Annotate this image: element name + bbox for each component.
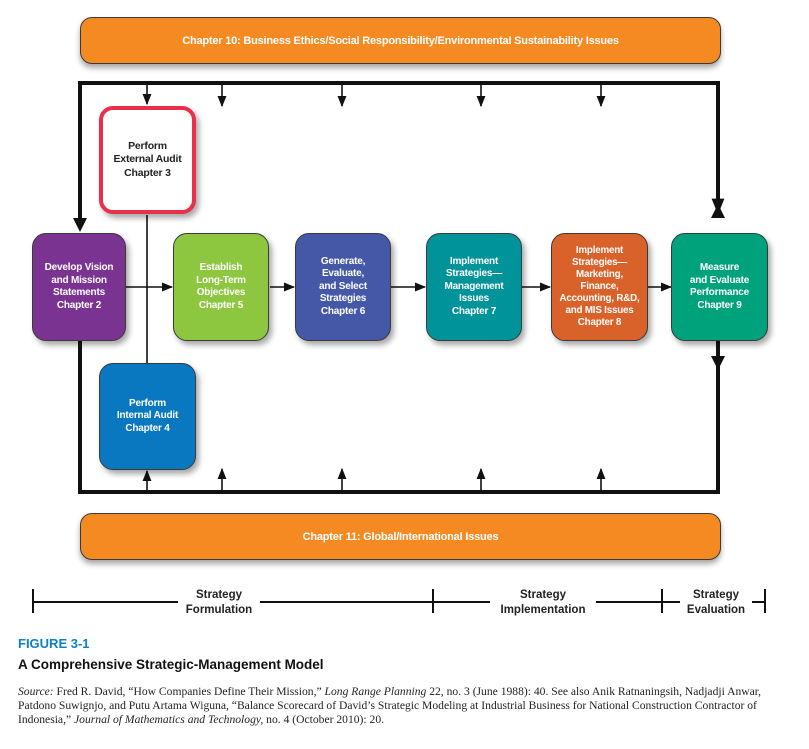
- vision-mission-box: Develop Vision and Mission Statements Ch…: [32, 233, 126, 341]
- bottom-up-arrows: [142, 467, 606, 490]
- generate-strategies-box: Generate, Evaluate, and Select Strategie…: [295, 233, 391, 341]
- figure-title: A Comprehensive Strategic-Management Mod…: [18, 657, 324, 672]
- arrow-into-vision: [73, 218, 87, 232]
- source-prefix: Source:: [18, 685, 54, 698]
- phase-formulation: Strategy Formulation: [178, 588, 260, 618]
- implement-management-label: Implement Strategies— Management Issues …: [444, 255, 504, 317]
- phase-evaluation: Strategy Evaluation: [680, 588, 752, 618]
- vision-mission-label: Develop Vision and Mission Statements Ch…: [44, 262, 114, 311]
- chapter-10-banner: Chapter 10: Business Ethics/Social Respo…: [80, 17, 721, 64]
- measure-evaluate-label: Measure and Evaluate Performance Chapter…: [689, 262, 750, 311]
- source-text-1: Fred R. David, “How Companies Define The…: [53, 685, 325, 698]
- long-term-objectives-box: Establish Long-Term Objectives Chapter 5: [173, 233, 269, 341]
- long-term-objectives-label: Establish Long-Term Objectives Chapter 5: [196, 262, 246, 311]
- phase-bar: [32, 589, 766, 613]
- figure-label: FIGURE 3-1: [18, 636, 90, 651]
- source-text-2: 22, no. 3 (June 1988): 40. See also Anik…: [18, 685, 762, 727]
- implement-marketing-box: Implement Strategies— Marketing, Finance…: [551, 233, 648, 341]
- chapter-11-label: Chapter 11: Global/International Issues: [302, 530, 499, 543]
- source-text-3: no. 4 (October 2010): 20.: [263, 713, 385, 727]
- implement-management-box: Implement Strategies— Management Issues …: [426, 233, 522, 341]
- source-journal-2: Journal of Mathematics and Technology,: [74, 713, 264, 727]
- internal-audit-box: Perform Internal Audit Chapter 4: [99, 363, 196, 470]
- feedback-frame: [78, 81, 725, 494]
- arrow-up-to-top: [711, 204, 725, 218]
- chapter-11-banner: Chapter 11: Global/International Issues: [80, 513, 721, 560]
- frame-top-left: [78, 81, 725, 228]
- phase-implementation: Strategy Implementation: [490, 588, 596, 618]
- external-audit-label: Perform External Audit Chapter 3: [113, 139, 182, 179]
- frame-bottom: [78, 318, 720, 494]
- internal-audit-label: Perform Internal Audit Chapter 4: [116, 397, 179, 434]
- source-citation: Source: Fred R. David, “How Companies De…: [18, 685, 798, 728]
- top-down-arrows: [142, 85, 606, 108]
- measure-evaluate-box: Measure and Evaluate Performance Chapter…: [671, 233, 768, 341]
- arrow-down-from-measure: [711, 356, 725, 370]
- implement-marketing-label: Implement Strategies— Marketing, Finance…: [559, 245, 640, 328]
- source-journal-1: Long Range Planning: [324, 685, 427, 698]
- external-audit-box: Perform External Audit Chapter 3: [99, 106, 196, 214]
- chapter-10-label: Chapter 10: Business Ethics/Social Respo…: [182, 34, 619, 47]
- generate-strategies-label: Generate, Evaluate, and Select Strategie…: [318, 255, 368, 317]
